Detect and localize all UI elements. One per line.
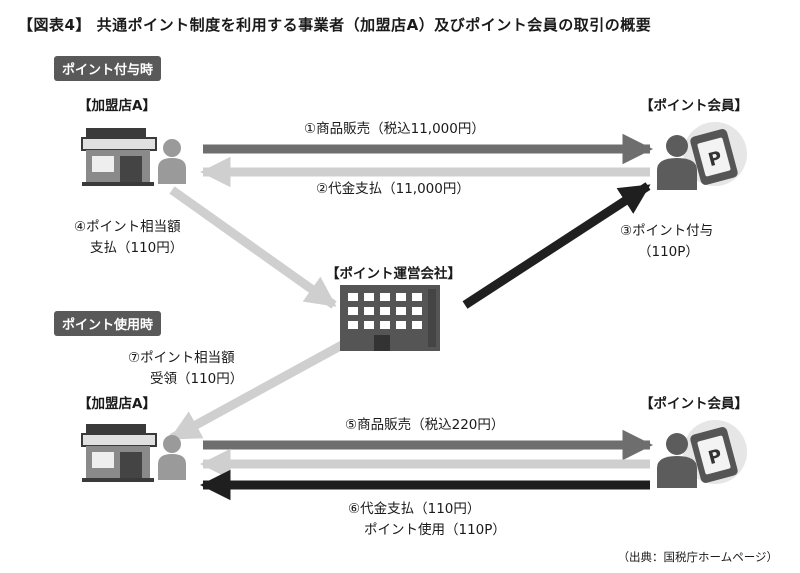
arrow-7-label-line1: ⑦ポイント相当額 [128, 350, 235, 366]
member-label-bottom: 【ポイント会員】 [640, 396, 748, 412]
badge-use-phase: ポイント使用時 [54, 311, 162, 336]
arrow-3-point-grant [462, 182, 651, 309]
badge-grant-phase: ポイント付与時 [54, 56, 162, 81]
clerk-icon [158, 139, 186, 184]
svg-text:P: P [706, 147, 724, 171]
arrow-4-point-payment [169, 186, 337, 309]
arrow-4-label-line1: ④ポイント相当額 [74, 219, 181, 235]
company-label: 【ポイント運営会社】 [326, 266, 461, 282]
arrow-5-label: ⑤商品販売（税込220円） [345, 417, 505, 433]
arrow-2-label: ②代金支払（11,000円） [316, 181, 470, 197]
member-icon: P [657, 122, 747, 190]
arrow-6-label-line2: ポイント使用（110P） [364, 522, 506, 538]
arrow-6-label-line1: ⑥代金支払（110円） [348, 501, 481, 517]
arrow-7-label-line2: 受領（110円） [150, 371, 244, 387]
source-note: （出典：国税庁ホームページ） [617, 550, 778, 564]
clerk-icon-bottom [158, 435, 186, 480]
store-label-bottom: 【加盟店A】 [78, 396, 156, 412]
member-label-top: 【ポイント会員】 [640, 98, 748, 114]
arrow-3-label-line1: ③ポイント付与 [620, 223, 714, 239]
arrow-4-label-line2: 支払（110円） [90, 240, 184, 256]
arrow-7-receipt [169, 341, 345, 442]
arrow-3-label-line2: （110P） [638, 244, 699, 260]
store-label-top: 【加盟店A】 [78, 98, 156, 114]
figure-title: 【図表4】 共通ポイント制度を利用する事業者（加盟店A）及びポイント会員の取引の… [18, 16, 652, 34]
store-icon [81, 128, 157, 186]
company-building-icon [340, 285, 440, 351]
store-icon-bottom [81, 424, 157, 482]
member-icon-bottom: P [657, 420, 747, 488]
svg-text:P: P [706, 445, 724, 469]
arrow-1-label: ①商品販売（税込11,000円） [304, 121, 485, 137]
